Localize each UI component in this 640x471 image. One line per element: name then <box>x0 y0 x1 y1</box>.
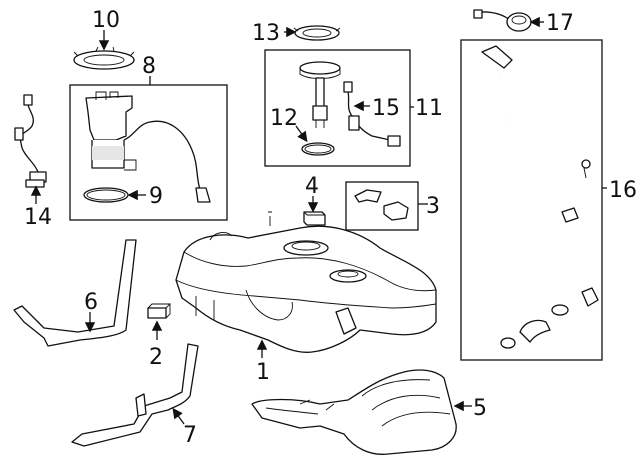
filler-pipe-box <box>460 39 603 361</box>
wiring-harness-part <box>14 94 47 188</box>
callout-17: 17 <box>546 11 574 36</box>
callout-4: 4 <box>305 174 319 199</box>
sender-lock-ring-part <box>293 25 341 41</box>
callout-8: 8 <box>142 54 156 79</box>
callout-1: 1 <box>256 360 270 385</box>
bracket-kit-box <box>345 181 419 231</box>
callout-6: 6 <box>84 290 98 315</box>
filler-pipe-part <box>472 45 599 349</box>
callout-15: 15 <box>372 96 400 121</box>
callout-7: 7 <box>183 423 197 448</box>
callout-9: 9 <box>149 184 163 209</box>
pump-seal-part <box>83 187 129 203</box>
insulator-pad-part <box>303 211 326 226</box>
callout-2: 2 <box>149 345 163 370</box>
callout-12: 12 <box>270 106 298 131</box>
lock-ring-part <box>73 46 135 70</box>
strap-pad-part <box>147 303 172 319</box>
callout-10: 10 <box>92 8 120 33</box>
sender-assembly-box <box>264 49 411 167</box>
callout-11: 11 <box>415 96 443 121</box>
level-sender-part <box>299 61 341 128</box>
callout-5: 5 <box>473 396 487 421</box>
leader-12 <box>295 125 308 143</box>
fuel-tank-part <box>175 211 437 353</box>
sender-harness-part <box>343 81 401 147</box>
tank-strap-left-part <box>71 343 199 447</box>
fuel-pump-module-part <box>85 91 211 203</box>
callout-13: 13 <box>252 21 280 46</box>
leader-7 <box>172 407 185 425</box>
pump-assembly-box <box>69 84 228 221</box>
callout-14: 14 <box>24 205 52 230</box>
heat-shield-part <box>251 369 457 455</box>
callout-3: 3 <box>426 194 440 219</box>
callout-16: 16 <box>609 178 637 203</box>
sender-o-ring-part <box>301 142 335 156</box>
mounting-bracket-parts <box>354 189 409 221</box>
tank-strap-right-part <box>13 239 137 347</box>
fuel-cap-part <box>473 9 532 32</box>
